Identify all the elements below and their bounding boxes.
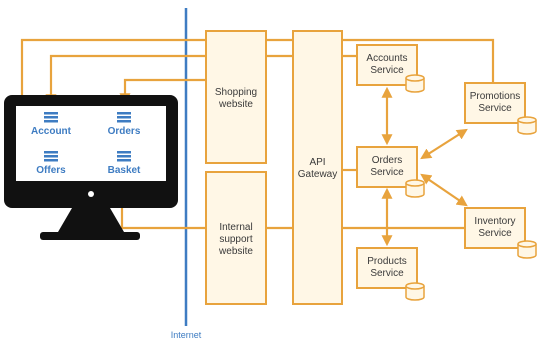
monitor-base <box>40 232 140 240</box>
orders-promotions-arrow <box>420 128 468 160</box>
promotions-service-box: Promotions Service <box>464 82 526 124</box>
promotions-service-line: Promotions <box>470 91 521 102</box>
inventory-service-line: Inventory <box>474 216 515 227</box>
screen-item-basket[interactable]: Basket <box>108 165 141 176</box>
api-gateway-line: Gateway <box>298 169 337 180</box>
promotions-service-line: Service <box>478 103 512 114</box>
monitor-stand <box>58 208 124 232</box>
database-icon <box>517 116 537 135</box>
list-icon <box>44 151 58 162</box>
internet-label: Internet <box>171 330 202 340</box>
internal-website-line: support <box>219 234 253 245</box>
internal-website-line: website <box>218 246 253 257</box>
inventory-service-box: Inventory Service <box>464 207 526 249</box>
list-icon <box>117 112 131 123</box>
api-gateway-box: API Gateway <box>292 30 343 305</box>
internal-website-line: Internal <box>219 222 252 233</box>
internal-support-website-box: Internal support website <box>205 171 267 305</box>
accounts-service-line: Accounts <box>366 53 407 64</box>
monitor <box>4 95 178 240</box>
database-icon <box>405 74 425 93</box>
screen-item-orders[interactable]: Orders <box>108 126 141 137</box>
products-service-line: Products <box>367 256 406 267</box>
list-icon <box>44 112 58 123</box>
orders-service-line: Service <box>370 167 404 178</box>
products-service-line: Service <box>370 268 404 279</box>
screen-item-account[interactable]: Account <box>31 126 72 137</box>
shopping-website-line: website <box>218 99 253 110</box>
monitor-screen <box>16 106 166 181</box>
database-icon <box>517 240 537 259</box>
screen-item-offers[interactable]: Offers <box>36 165 66 176</box>
shopping-website-box: Shopping website <box>205 30 267 164</box>
api-gateway-line: API <box>309 157 325 168</box>
products-service-box: Products Service <box>356 247 418 289</box>
orders-service-box: Orders Service <box>356 146 418 188</box>
database-icon <box>405 282 425 301</box>
orders-line <box>119 78 206 105</box>
shopping-website-line: Shopping <box>215 87 257 98</box>
orders-service-line: Orders <box>372 155 403 166</box>
orders-inventory-arrow <box>420 173 468 207</box>
database-icon <box>405 179 425 198</box>
inventory-service-line: Service <box>478 228 512 239</box>
monitor-power-dot <box>88 191 94 197</box>
list-icon <box>117 151 131 162</box>
accounts-service-line: Service <box>370 65 404 76</box>
